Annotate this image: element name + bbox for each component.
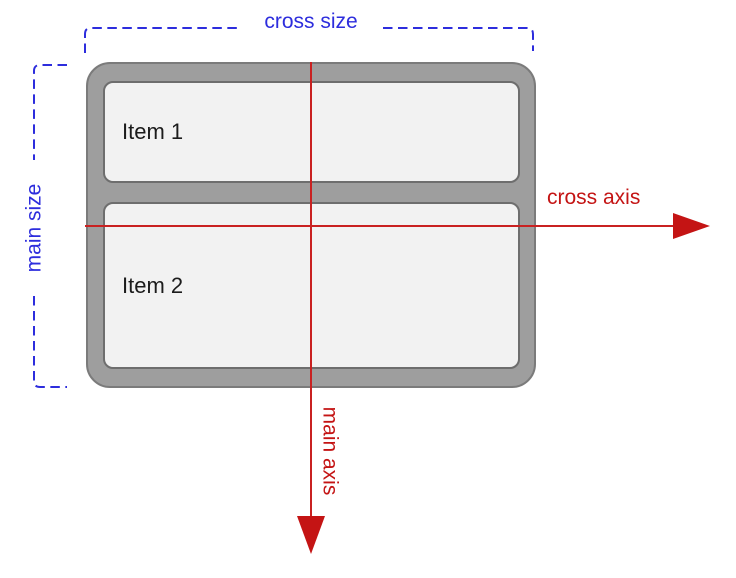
flex-item-2: Item 2: [103, 202, 520, 369]
flex-item-2-label: Item 2: [122, 272, 184, 298]
flex-container-box: Item 1 Item 2: [86, 62, 536, 388]
arrowhead-down-icon: [297, 516, 325, 554]
cross-axis-label: cross axis: [547, 186, 641, 209]
main-size-bracket-bottom: [33, 296, 67, 388]
cross-size-bracket-right: [383, 27, 534, 51]
flex-item-1: Item 1: [103, 81, 520, 183]
cross-size-label: cross size: [264, 10, 358, 33]
main-size-label: main size: [22, 183, 46, 273]
main-size-bracket-top: [33, 64, 67, 160]
arrowhead-right-icon: [673, 213, 710, 239]
flex-item-1-label: Item 1: [122, 119, 184, 144]
main-axis-label: main axis: [318, 406, 342, 496]
cross-size-bracket-left: [84, 27, 240, 53]
